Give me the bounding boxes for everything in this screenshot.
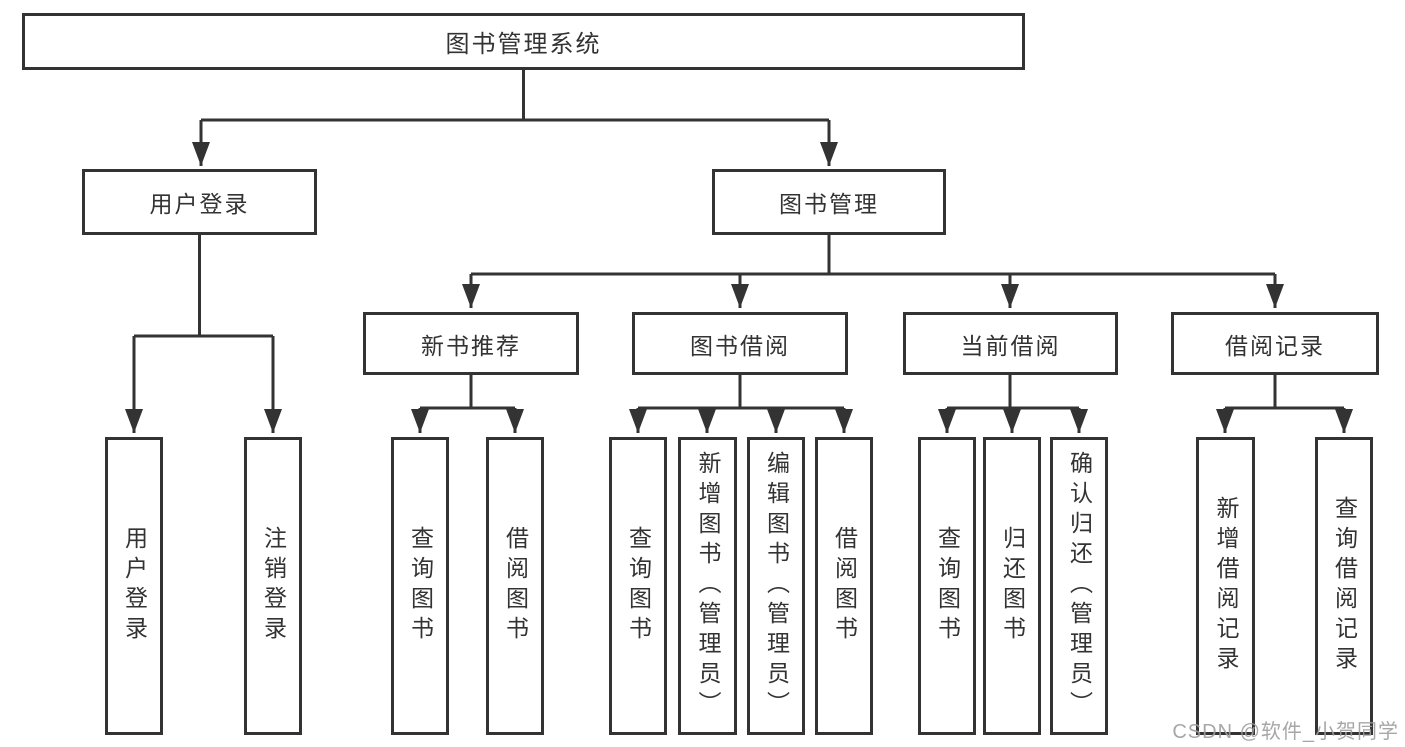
node-book-borrowing-label: 图书借阅 — [690, 332, 790, 359]
node-current-borrowing: 当前借阅 — [903, 312, 1118, 375]
leaf-user-login: 用户登录 — [105, 437, 163, 735]
leaf-nbr-borrow-book: 借阅图书 — [486, 437, 544, 735]
leaf-nbr-query-book-label: 查询图书 — [407, 526, 434, 646]
leaf-bb-borrow-book: 借阅图书 — [815, 437, 873, 735]
node-root: 图书管理系统 — [22, 13, 1025, 70]
leaf-br-add-record-label: 新增借阅记录 — [1213, 496, 1239, 676]
node-borrowing-records: 借阅记录 — [1171, 312, 1379, 375]
leaf-logout-label: 注销登录 — [260, 526, 287, 646]
leaf-bb-borrow-book-label: 借阅图书 — [831, 526, 858, 646]
leaf-cb-return-book: 归还图书 — [983, 437, 1041, 735]
leaf-nbr-query-book: 查询图书 — [391, 437, 449, 735]
leaf-nbr-borrow-book-label: 借阅图书 — [502, 526, 529, 646]
node-new-book-recommend: 新书推荐 — [363, 312, 579, 375]
node-book-borrowing: 图书借阅 — [632, 312, 848, 375]
leaf-br-query-record-label: 查询借阅记录 — [1331, 496, 1358, 676]
leaf-cb-query-book-label: 查询图书 — [934, 526, 961, 646]
node-book-management: 图书管理 — [712, 169, 946, 235]
leaf-cb-confirm-return-admin: 确认归还（管理员） — [1050, 437, 1108, 735]
node-new-book-recommend-label: 新书推荐 — [421, 332, 521, 359]
leaf-cb-query-book: 查询图书 — [918, 437, 976, 735]
leaf-user-login-label: 用户登录 — [121, 526, 148, 646]
leaf-bb-query-book: 查询图书 — [609, 437, 667, 735]
node-root-label: 图书管理系统 — [445, 31, 602, 58]
node-user-login: 用户登录 — [82, 169, 317, 235]
node-borrowing-records-label: 借阅记录 — [1225, 332, 1325, 359]
leaf-bb-edit-book-admin: 编辑图书（管理员） — [747, 437, 805, 735]
leaf-cb-confirm-return-admin-label: 确认归还（管理员） — [1066, 451, 1093, 721]
leaf-bb-query-book-label: 查询图书 — [625, 526, 652, 646]
leaf-bb-edit-book-admin-label: 编辑图书（管理员） — [763, 451, 790, 721]
leaf-bb-add-book-admin-label: 新增图书（管理员） — [695, 451, 721, 721]
leaf-cb-return-book-label: 归还图书 — [999, 526, 1026, 646]
csdn-watermark: CSDN @软件_小贺同学 — [1172, 721, 1399, 743]
leaf-br-add-record: 新增借阅记录 — [1196, 437, 1255, 735]
leaf-bb-add-book-admin: 新增图书（管理员） — [678, 437, 737, 735]
leaf-logout: 注销登录 — [244, 437, 302, 735]
node-current-borrowing-label: 当前借阅 — [960, 332, 1061, 359]
leaf-br-query-record: 查询借阅记录 — [1315, 437, 1373, 735]
node-book-management-label: 图书管理 — [779, 191, 879, 217]
node-user-login-label: 用户登录 — [149, 191, 250, 217]
